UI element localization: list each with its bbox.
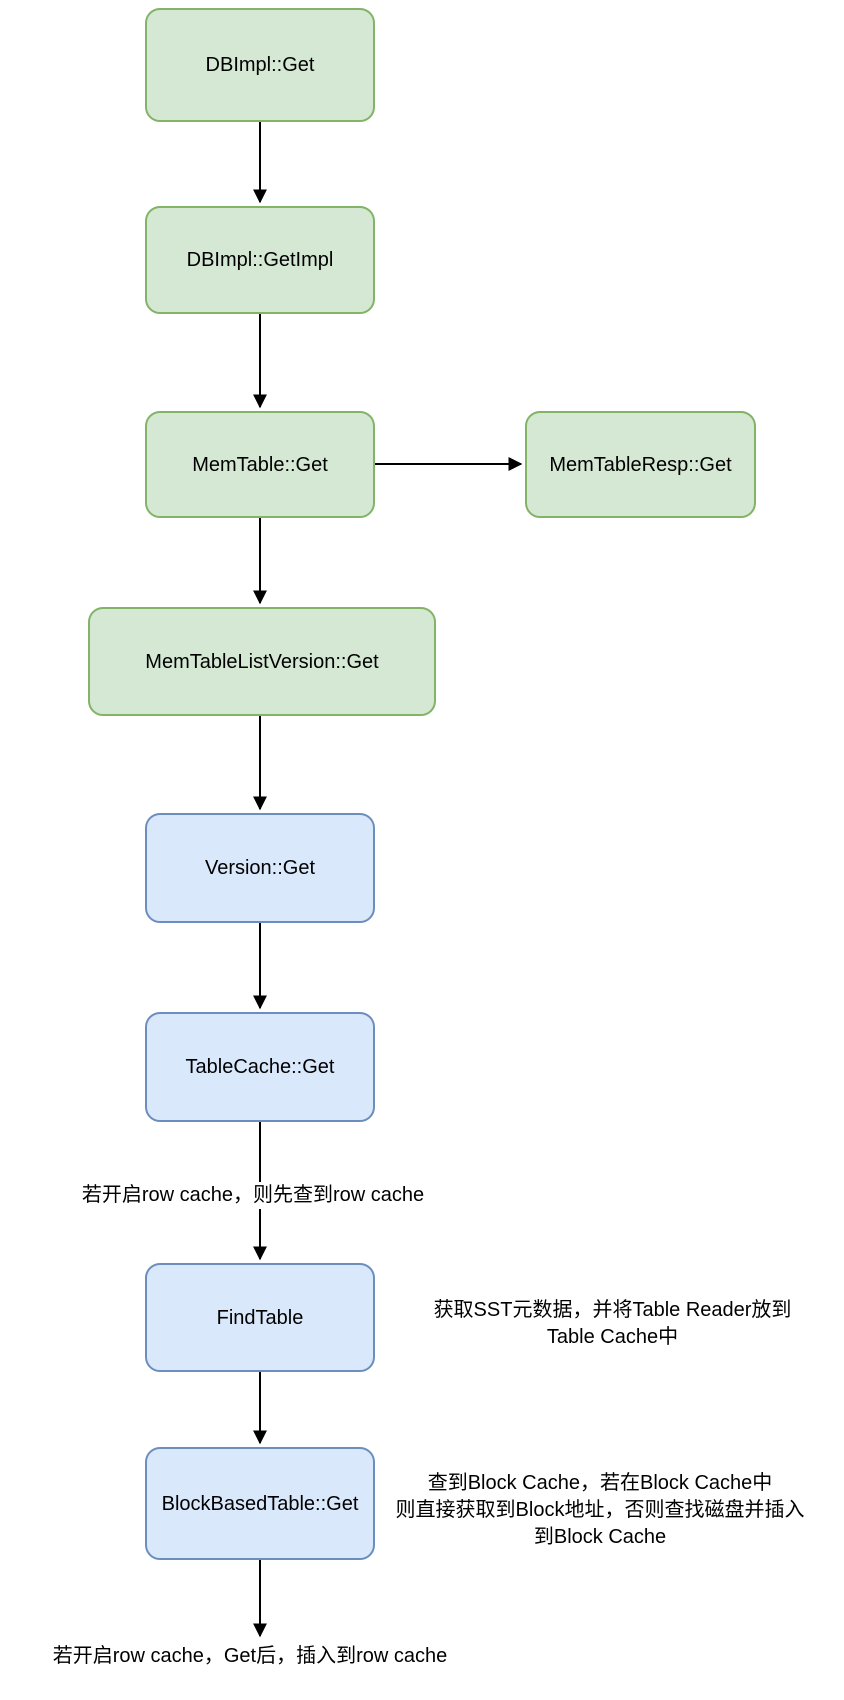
annotation-findtable-note-line1: 获取SST元数据，并将Table Reader放到 [433,1299,792,1321]
annotation-findtable-note-line2: Table Cache中 [546,1326,679,1348]
annotation-block-cache-note-line3: 到Block Cache [533,1526,667,1548]
node-tablecache-get: TableCache::Get [145,1012,375,1122]
annotation-block-cache-note-line2: 则直接获取到Block地址，否则查找磁盘并插入 [395,1499,805,1521]
annotation-block-cache-note: 查到Block Cache，若在Block Cache中 则直接获取到Block… [355,1470,844,1551]
node-memtable-get: MemTable::Get [145,411,375,518]
node-dbimpl-getimpl: DBImpl::GetImpl [145,206,375,314]
annotation-row-cache-lookup: 若开启row cache，则先查到row cache [60,1182,446,1209]
node-blockbasedtable-get: BlockBasedTable::Get [145,1447,375,1560]
node-memtablelistversion-get: MemTableListVersion::Get [88,607,436,716]
node-dbimpl-get: DBImpl::Get [145,8,375,122]
node-findtable: FindTable [145,1263,375,1372]
node-memtableresp-get: MemTableResp::Get [525,411,756,518]
annotation-block-cache-note-line1: 查到Block Cache，若在Block Cache中 [427,1472,773,1494]
annotation-findtable-note: 获取SST元数据，并将Table Reader放到 Table Cache中 [380,1297,844,1351]
node-version-get: Version::Get [145,813,375,923]
annotation-row-cache-insert: 若开启row cache，Get后，插入到row cache [52,1645,448,1667]
